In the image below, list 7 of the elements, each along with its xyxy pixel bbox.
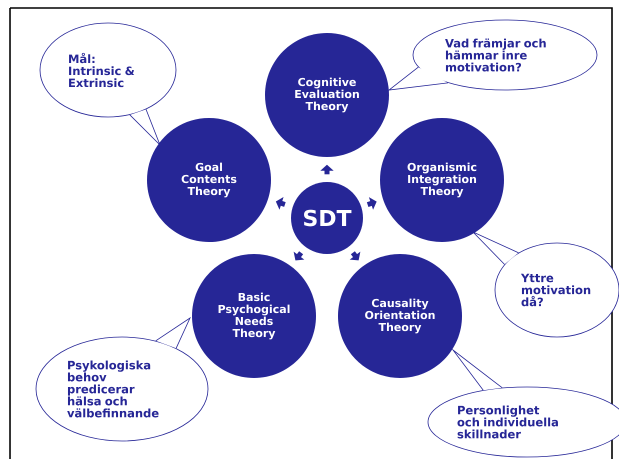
speech-bubble: Yttre motivation då? <box>471 230 619 338</box>
speech-bubble: Vad främjar och hämmar inre motivation? <box>388 20 598 91</box>
speech-bubble: Psykologiska behov predicerar hälsa och välbefinnande <box>36 316 208 442</box>
speech-bubble: Personlighet och individuella skillnader <box>428 348 619 458</box>
node-label: Yttre motivation då? <box>520 274 590 306</box>
speech-bubble: Mål: Intrinsic & Extrinsic <box>40 22 176 147</box>
node-label: Personlighet och individuella skillnader <box>457 406 558 438</box>
